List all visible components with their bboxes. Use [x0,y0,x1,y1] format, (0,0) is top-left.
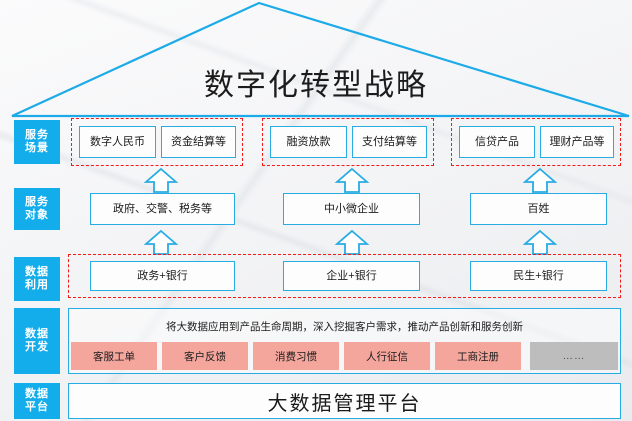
data-use-box-government-bank[interactable]: 政务+银行 [90,261,235,291]
sidebar-item-service-object-line2: 对象 [25,209,49,221]
arrow-up-icon-col2-lower [334,229,370,255]
page-title: 数字化转型战略 [204,69,428,102]
sidebar-item-service-object-line1: 服务 [25,196,49,208]
data-tag-service-ticket[interactable]: 客服工单 [71,342,157,370]
arrow-up-icon-col3-upper [522,167,558,193]
sidebar-item-data-platform[interactable]: 数据 平台 [14,383,60,419]
arrow-up-icon-col3-lower [522,229,558,255]
object-box-government[interactable]: 政府、交警、税务等 [90,193,235,225]
scene-box-credit-product[interactable]: 信贷产品 [459,126,535,158]
data-tag-business-registration[interactable]: 工商注册 [435,342,521,370]
object-box-public[interactable]: 百姓 [470,193,607,225]
sidebar-item-data-platform-line2: 平台 [25,401,49,413]
scene-group-3-outline [451,118,621,166]
sidebar-item-data-platform-line1: 数据 [25,388,49,400]
sidebar-item-service-scene-line1: 服务 [25,129,49,141]
scene-box-payment-settlement[interactable]: 支付结算等 [352,126,427,158]
data-platform-box[interactable]: 大数据管理平台 [68,383,621,419]
scene-group-2-outline [262,118,434,166]
sidebar-item-data-use[interactable]: 数据 利用 [14,257,60,301]
sidebar-item-data-use-line1: 数据 [25,266,49,278]
data-development-description: 将大数据应用到产品生命周期，深入挖掘客户需求，推动产品创新和服务创新 [166,320,523,333]
sidebar-item-data-development-line2: 开发 [25,341,49,353]
scene-box-fund-settlement[interactable]: 资金结算等 [161,126,236,158]
data-tag-pboc-credit[interactable]: 人行征信 [344,342,430,370]
object-box-sme[interactable]: 中小微企业 [283,193,420,225]
sidebar-item-data-development[interactable]: 数据 开发 [14,308,60,374]
sidebar-item-service-object[interactable]: 服务 对象 [14,188,60,230]
sidebar-item-service-scene-line2: 场景 [25,142,49,154]
scene-box-digital-rmb[interactable]: 数字人民币 [79,126,156,158]
scene-group-1-outline [71,118,243,166]
arrow-up-icon-col2-upper [334,167,370,193]
arrow-up-icon-col1-upper [143,167,179,193]
sidebar-item-data-development-line1: 数据 [25,328,49,340]
arrow-up-icon-col1-lower [143,229,179,255]
scene-box-wealth-product[interactable]: 理财产品等 [540,126,614,158]
sidebar-item-data-use-line2: 利用 [25,279,49,291]
roof-triangle-icon [11,1,630,118]
data-use-box-livelihood-bank[interactable]: 民生+银行 [470,261,607,291]
sidebar-item-service-scene[interactable]: 服务 场景 [14,120,60,164]
data-tag-more[interactable]: …… [530,342,618,370]
data-tag-consumption-habit[interactable]: 消费习惯 [253,342,339,370]
scene-box-financing-loan[interactable]: 融资放款 [270,126,347,158]
data-use-group-outline [68,254,621,298]
data-tag-customer-feedback[interactable]: 客户反馈 [162,342,248,370]
data-use-box-enterprise-bank[interactable]: 企业+银行 [283,261,420,291]
